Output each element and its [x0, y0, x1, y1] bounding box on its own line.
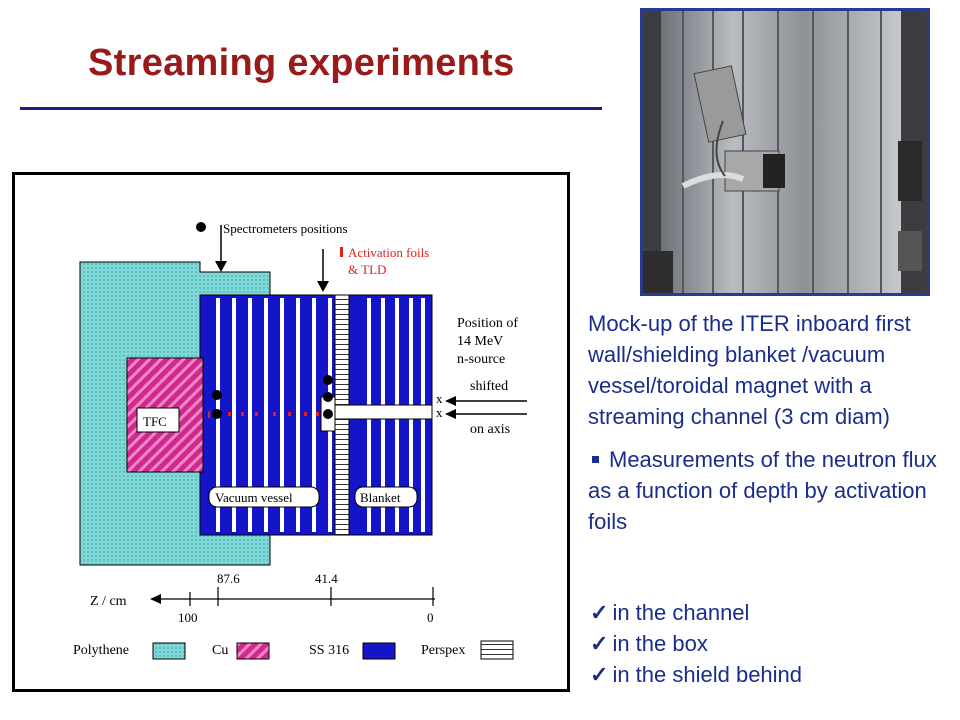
slide-title: Streaming experiments — [88, 42, 515, 84]
tick-bottom-0: 0 — [427, 610, 434, 625]
tick-bottom-100: 100 — [178, 610, 198, 625]
x-mark-shifted: x — [436, 391, 443, 406]
legend-perspex-label: Perspex — [421, 643, 465, 658]
detector-dot — [323, 392, 333, 402]
description-block: Mock-up of the ITER inboard first wall/s… — [588, 308, 948, 537]
vacuum-label-box — [208, 486, 320, 508]
legend-polythene-swatch — [152, 642, 186, 660]
streaming-channel — [331, 404, 433, 420]
check-text: in the channel — [612, 600, 750, 625]
checkmark-icon: ✓ — [590, 600, 609, 625]
vacuum-label: Vacuum vessel — [215, 490, 293, 505]
detector-dot — [323, 375, 333, 385]
legend-cu-swatch — [236, 642, 270, 660]
shifted-label: shifted — [470, 379, 508, 394]
position-label-2: 14 MeV — [457, 334, 503, 349]
checkmark-icon: ✓ — [590, 631, 609, 656]
on-axis-label: on axis — [470, 422, 510, 437]
legend-perspex-swatch — [480, 640, 514, 660]
check-item: ✓in the shield behind — [590, 659, 802, 690]
check-text: in the box — [612, 631, 708, 656]
detector-dot — [212, 390, 222, 400]
z-axis-label: Z / cm — [90, 594, 127, 609]
activation-label-1: Activation foils — [348, 245, 429, 260]
spectrometer-dot — [196, 222, 206, 232]
spectrometers-label: Spectrometers positions — [223, 221, 348, 236]
bullet-item: Measurements of the neutron flux as a fu… — [588, 444, 948, 537]
legend-ss316-label: SS 316 — [309, 643, 349, 658]
streaming-diagram: TFC Spectrometers positions Activation f… — [12, 172, 570, 692]
square-bullet-icon — [592, 455, 599, 463]
x-mark-axis: x — [436, 405, 443, 420]
detector-dot — [323, 409, 333, 419]
check-list: ✓in the channel ✓in the box ✓in the shie… — [590, 597, 802, 690]
blanket-label-box — [354, 486, 418, 508]
position-label-1: Position of — [457, 316, 518, 331]
activation-label-2: & TLD — [348, 262, 386, 277]
position-label-3: n-source — [457, 352, 505, 367]
bullet-text: Measurements of the neutron flux as a fu… — [588, 447, 937, 534]
tfc-box — [136, 407, 180, 433]
title-underline — [20, 107, 602, 110]
tick-top-87: 87.6 — [217, 571, 240, 586]
legend-cu-label: Cu — [212, 643, 228, 658]
diagram-svg: TFC Spectrometers positions Activation f… — [73, 221, 527, 660]
check-text: in the shield behind — [612, 662, 803, 687]
mockup-photo — [640, 8, 930, 296]
tfc-label: TFC — [143, 414, 167, 429]
checkmark-icon: ✓ — [590, 662, 609, 687]
activation-marks — [208, 247, 343, 418]
tick-top-41: 41.4 — [315, 571, 338, 586]
detector-dot — [212, 409, 222, 419]
blanket-label: Blanket — [360, 490, 401, 505]
check-item: ✓in the box — [590, 628, 802, 659]
legend-polythene-label: Polythene — [73, 643, 129, 658]
description-text: Mock-up of the ITER inboard first wall/s… — [588, 311, 911, 429]
check-item: ✓in the channel — [590, 597, 802, 628]
photo-svg — [643, 11, 927, 293]
legend-ss316-swatch — [362, 642, 396, 660]
